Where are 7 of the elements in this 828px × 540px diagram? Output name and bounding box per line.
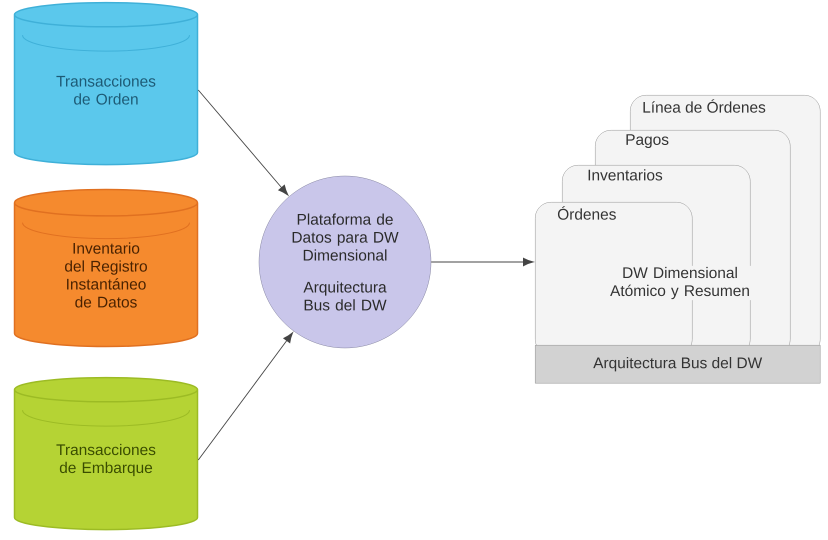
arrow [430,258,534,266]
database-cylinder: Transacciones de Orden [14,2,198,166]
database-cylinder: Transacciones de Embarque [14,376,198,530]
database-cylinder: Inventario del Registro Instantáneo de Datos [14,188,198,348]
arrow [198,90,288,196]
bus-bar: Arquitectura Bus del DW [535,345,820,384]
arrow [198,332,294,460]
